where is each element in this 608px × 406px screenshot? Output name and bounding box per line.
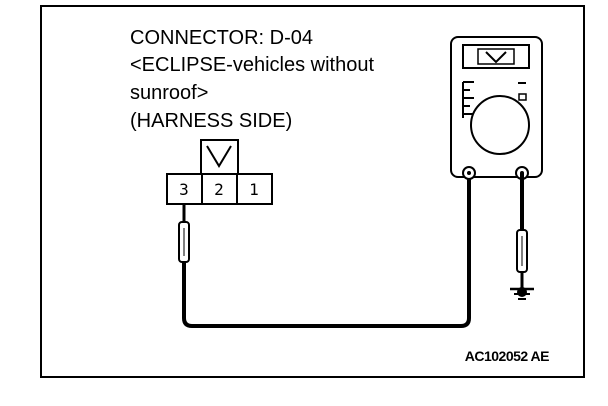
- caption-line-1: CONNECTOR: D-04: [130, 27, 313, 49]
- caption-line-2: <ECLIPSE-vehicles without: [130, 54, 374, 76]
- ground-lead: [510, 173, 534, 300]
- pin-label-1: 1: [249, 180, 259, 199]
- test-lead-wire: [182, 173, 471, 328]
- voltmeter-symbol: [485, 51, 507, 64]
- jack-positive-center: [467, 171, 471, 175]
- caption-line-4: (HARNESS SIDE): [130, 110, 292, 132]
- connector-d04: 3 2 1: [166, 139, 273, 205]
- figure-code: AC102052 AE: [465, 348, 549, 364]
- caption-line-3: sunroof>: [130, 82, 208, 104]
- multimeter: [450, 36, 543, 180]
- pin-label-3: 3: [179, 180, 189, 199]
- test-probe: [178, 203, 190, 263]
- pin-label-2: 2: [214, 180, 224, 199]
- rotary-selector-dial: [470, 95, 530, 155]
- diagram-frame: [40, 5, 585, 378]
- connector-lock-tab: [200, 139, 239, 175]
- connector-lock-mark: [206, 145, 232, 168]
- connector-body: [166, 173, 273, 205]
- ground-icon: [510, 287, 534, 300]
- connector-caption: CONNECTOR: D-04 <ECLIPSE-vehicles withou…: [130, 27, 374, 132]
